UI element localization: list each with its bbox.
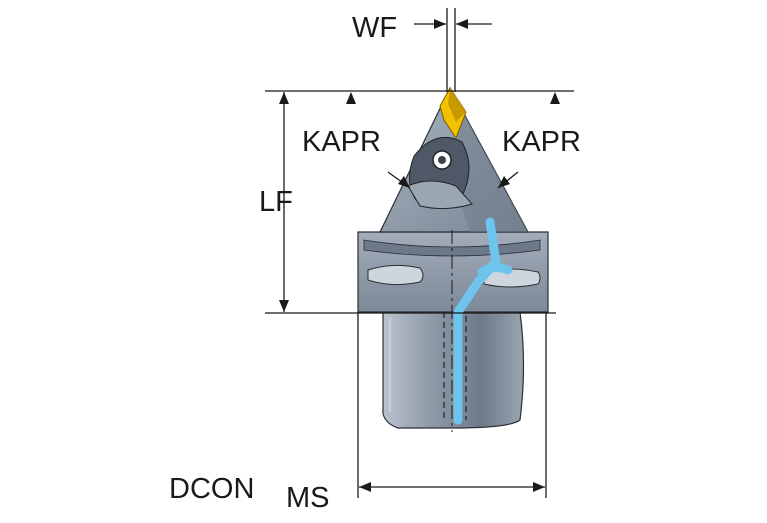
arrowheads: [279, 19, 560, 492]
wf-label: WF: [352, 12, 397, 44]
wf-arrowhead-left: [434, 19, 446, 29]
clamp-screw-hex: [438, 156, 446, 164]
coolant-outlet: [477, 262, 513, 277]
shank: [382, 311, 525, 429]
dcon-arrowhead-right: [533, 482, 545, 492]
lf-arrowhead-bottom: [279, 300, 289, 312]
kapr-left-arrowhead-top: [346, 92, 356, 104]
wf-arrowhead-right: [456, 19, 468, 29]
dcon-subscript: MS: [286, 482, 330, 514]
dimension-lines: [265, 8, 574, 498]
left-slot: [367, 264, 424, 286]
lf-arrowhead-top: [279, 92, 289, 104]
coolant-channel: [453, 217, 501, 425]
kapr-right-arrowhead: [498, 176, 510, 188]
kapr-right-arrowhead-top: [550, 92, 560, 104]
dcon-arrowhead-left: [359, 482, 371, 492]
kapr-left-arrowhead: [398, 176, 410, 188]
insert-shadow: [448, 88, 466, 122]
lf-label: LF: [259, 186, 293, 218]
clamp-lever: [407, 180, 473, 210]
kapr-left-label: KAPR: [302, 126, 381, 158]
kapr-right-label: KAPR: [502, 126, 581, 158]
dcon-label: DCON: [169, 473, 254, 505]
tool-body: [357, 86, 549, 432]
